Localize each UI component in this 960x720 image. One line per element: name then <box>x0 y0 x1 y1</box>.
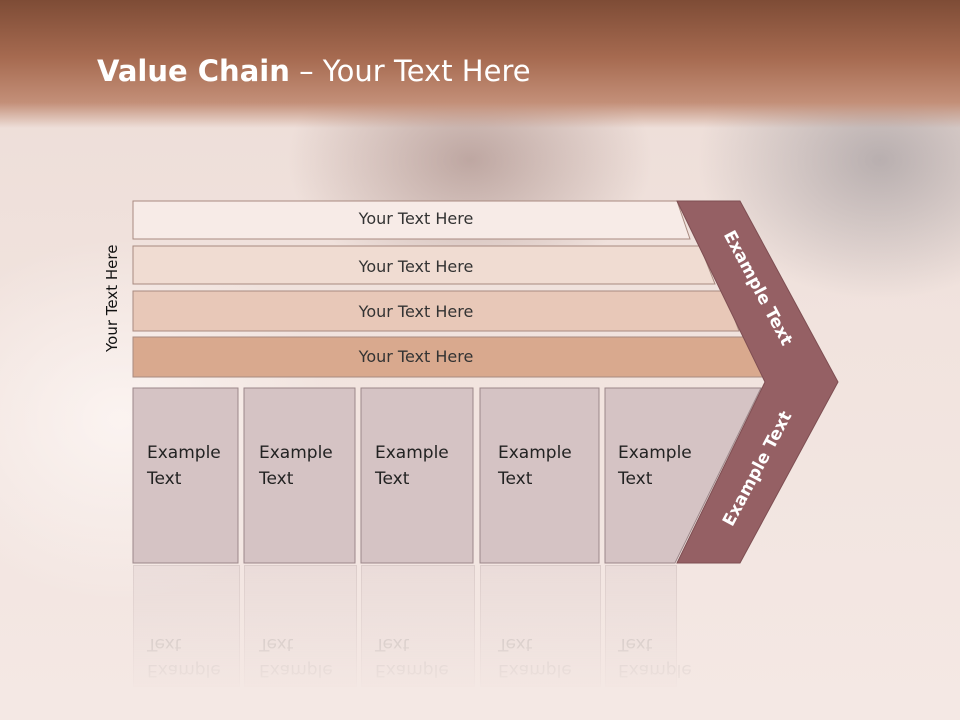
reflection-text-2: Example Text <box>259 634 333 680</box>
reflection-text-3: Example Text <box>375 634 449 680</box>
bar-4-label: Your Text Here <box>358 347 474 366</box>
bar-1 <box>132 200 691 240</box>
box-1 <box>132 387 239 564</box>
reflection-text-1: Example Text <box>147 634 221 680</box>
box-4-label: Example Text <box>498 443 572 489</box>
title-rest: – Your Text Here <box>289 54 531 88</box>
bar-2 <box>132 245 716 285</box>
box-1-label: Example Text <box>147 443 221 489</box>
box-3-label: Example Text <box>375 443 449 489</box>
bar-3 <box>132 290 740 332</box>
box-3 <box>360 387 474 564</box>
box-5 <box>604 387 762 564</box>
reflection-box-4 <box>480 565 601 687</box>
box-2 <box>243 387 356 564</box>
slide-title: Value Chain – Your Text Here <box>97 54 531 88</box>
box-4 <box>479 387 600 564</box>
reflection-box-3 <box>361 565 475 687</box>
reflection-box-2 <box>244 565 357 687</box>
bar-1-label: Your Text Here <box>358 209 474 228</box>
bar-2-label: Your Text Here <box>358 257 474 276</box>
chevron <box>676 200 839 564</box>
reflection-box-5 <box>605 565 677 687</box>
reflection-box-1 <box>133 565 240 687</box>
reflection-text-4: Example Text <box>498 634 572 680</box>
title-bold: Value Chain <box>97 54 290 88</box>
diagram-reflection: Example Text Example Text Example Text E… <box>0 565 960 695</box>
reflection-text-5: Example Text <box>618 634 692 680</box>
title-band <box>0 0 960 128</box>
bar-3-label: Your Text Here <box>358 302 474 321</box>
box-2-label: Example Text <box>259 443 333 489</box>
box-5-label: Example Text <box>618 443 692 489</box>
